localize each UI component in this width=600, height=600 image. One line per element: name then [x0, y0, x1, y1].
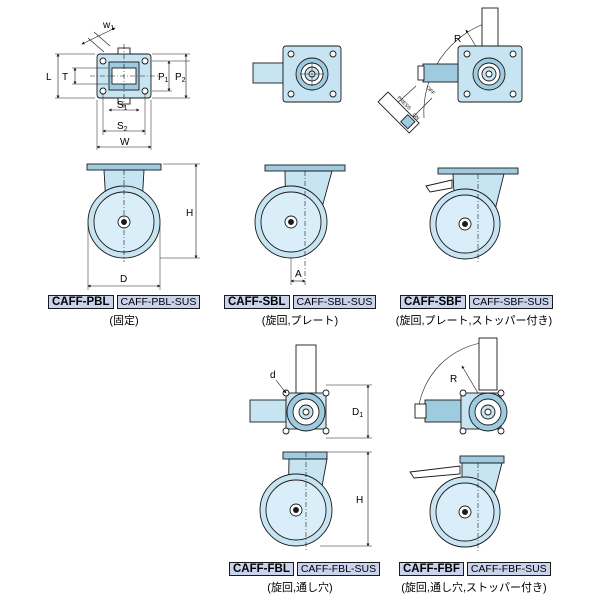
sbf-code: CAFF-SBF — [400, 295, 466, 309]
fbf-top-view — [414, 337, 508, 435]
fbf-top-labels: R — [450, 374, 457, 385]
fbf-code: CAFF-FBF — [399, 562, 464, 576]
sbl-side-view — [254, 164, 346, 285]
stamp-on: ON — [411, 112, 421, 122]
pbl-top-dimension-labels: w1 L T P1 P2 S1 S2 W — [46, 20, 186, 148]
sbf-sus-code: CAFF-SBF-SUS — [468, 295, 553, 309]
dim-H-fbl: H — [356, 495, 363, 506]
pbl-side-view — [86, 163, 200, 290]
dim-P1: P1 — [158, 72, 169, 84]
pbl-code: CAFF-PBL — [48, 295, 114, 309]
pbl-side-dimension-labels: H D — [120, 208, 193, 285]
dim-D: D — [120, 274, 127, 285]
fbl-code: CAFF-FBL — [229, 562, 294, 576]
sbl-model-label: CAFF-SBL CAFF-SBL-SUS — [224, 295, 377, 309]
dim-R-sbf: R — [454, 34, 461, 45]
dim-d: d — [270, 370, 276, 381]
fbl-model-label: CAFF-FBL CAFF-FBL-SUS — [229, 562, 381, 576]
fbf-side-view — [409, 455, 505, 552]
dim-R-fbf: R — [450, 374, 457, 385]
dim-H-pbl: H — [186, 208, 193, 219]
fbl-sus-code: CAFF-FBL-SUS — [296, 562, 381, 576]
fbf-sus-code: CAFF-FBF-SUS — [466, 562, 551, 576]
fbf-model-label: CAFF-FBF CAFF-FBF-SUS — [399, 562, 551, 576]
dim-w1: w1 — [102, 20, 114, 32]
fbl-side-labels: H — [356, 495, 363, 506]
sbl-top-view — [252, 45, 342, 103]
dim-A: A — [295, 269, 302, 280]
fbf-caption: (旋回,通し穴,ストッパー付き) — [401, 582, 547, 594]
fbl-top-view — [249, 344, 372, 439]
sbl-sus-code: CAFF-SBL-SUS — [292, 295, 377, 309]
sbf-caption: (旋回,プレート,ストッパー付き) — [395, 315, 553, 327]
fbl-top-labels: d D1 — [270, 370, 363, 419]
fbl-caption: (旋回,通し穴) — [267, 582, 333, 594]
sbl-caption: (旋回,プレート) — [261, 315, 339, 327]
dim-S1: S1 — [117, 100, 128, 112]
dim-T: T — [62, 72, 68, 83]
sbf-side-view — [425, 167, 519, 264]
dim-L: L — [46, 72, 52, 83]
dim-W: W — [120, 137, 130, 148]
sbf-top-view — [377, 7, 523, 134]
dim-P2: P2 — [175, 72, 186, 84]
pbl-model-label: CAFF-PBL CAFF-PBL-SUS — [48, 295, 201, 309]
pbl-top-view — [55, 27, 190, 150]
pbl-caption: (固定) — [109, 315, 139, 327]
fbl-side-view — [259, 451, 372, 550]
sbl-side-dimension-labels: A — [295, 269, 302, 280]
pbl-sus-code: CAFF-PBL-SUS — [116, 295, 201, 309]
stamp-off: OFF — [425, 85, 436, 96]
sbf-model-label: CAFF-SBF CAFF-SBF-SUS — [400, 295, 553, 309]
dim-S2: S2 — [117, 121, 128, 133]
dim-D1: D1 — [352, 407, 363, 419]
sbl-code: CAFF-SBL — [224, 295, 290, 309]
